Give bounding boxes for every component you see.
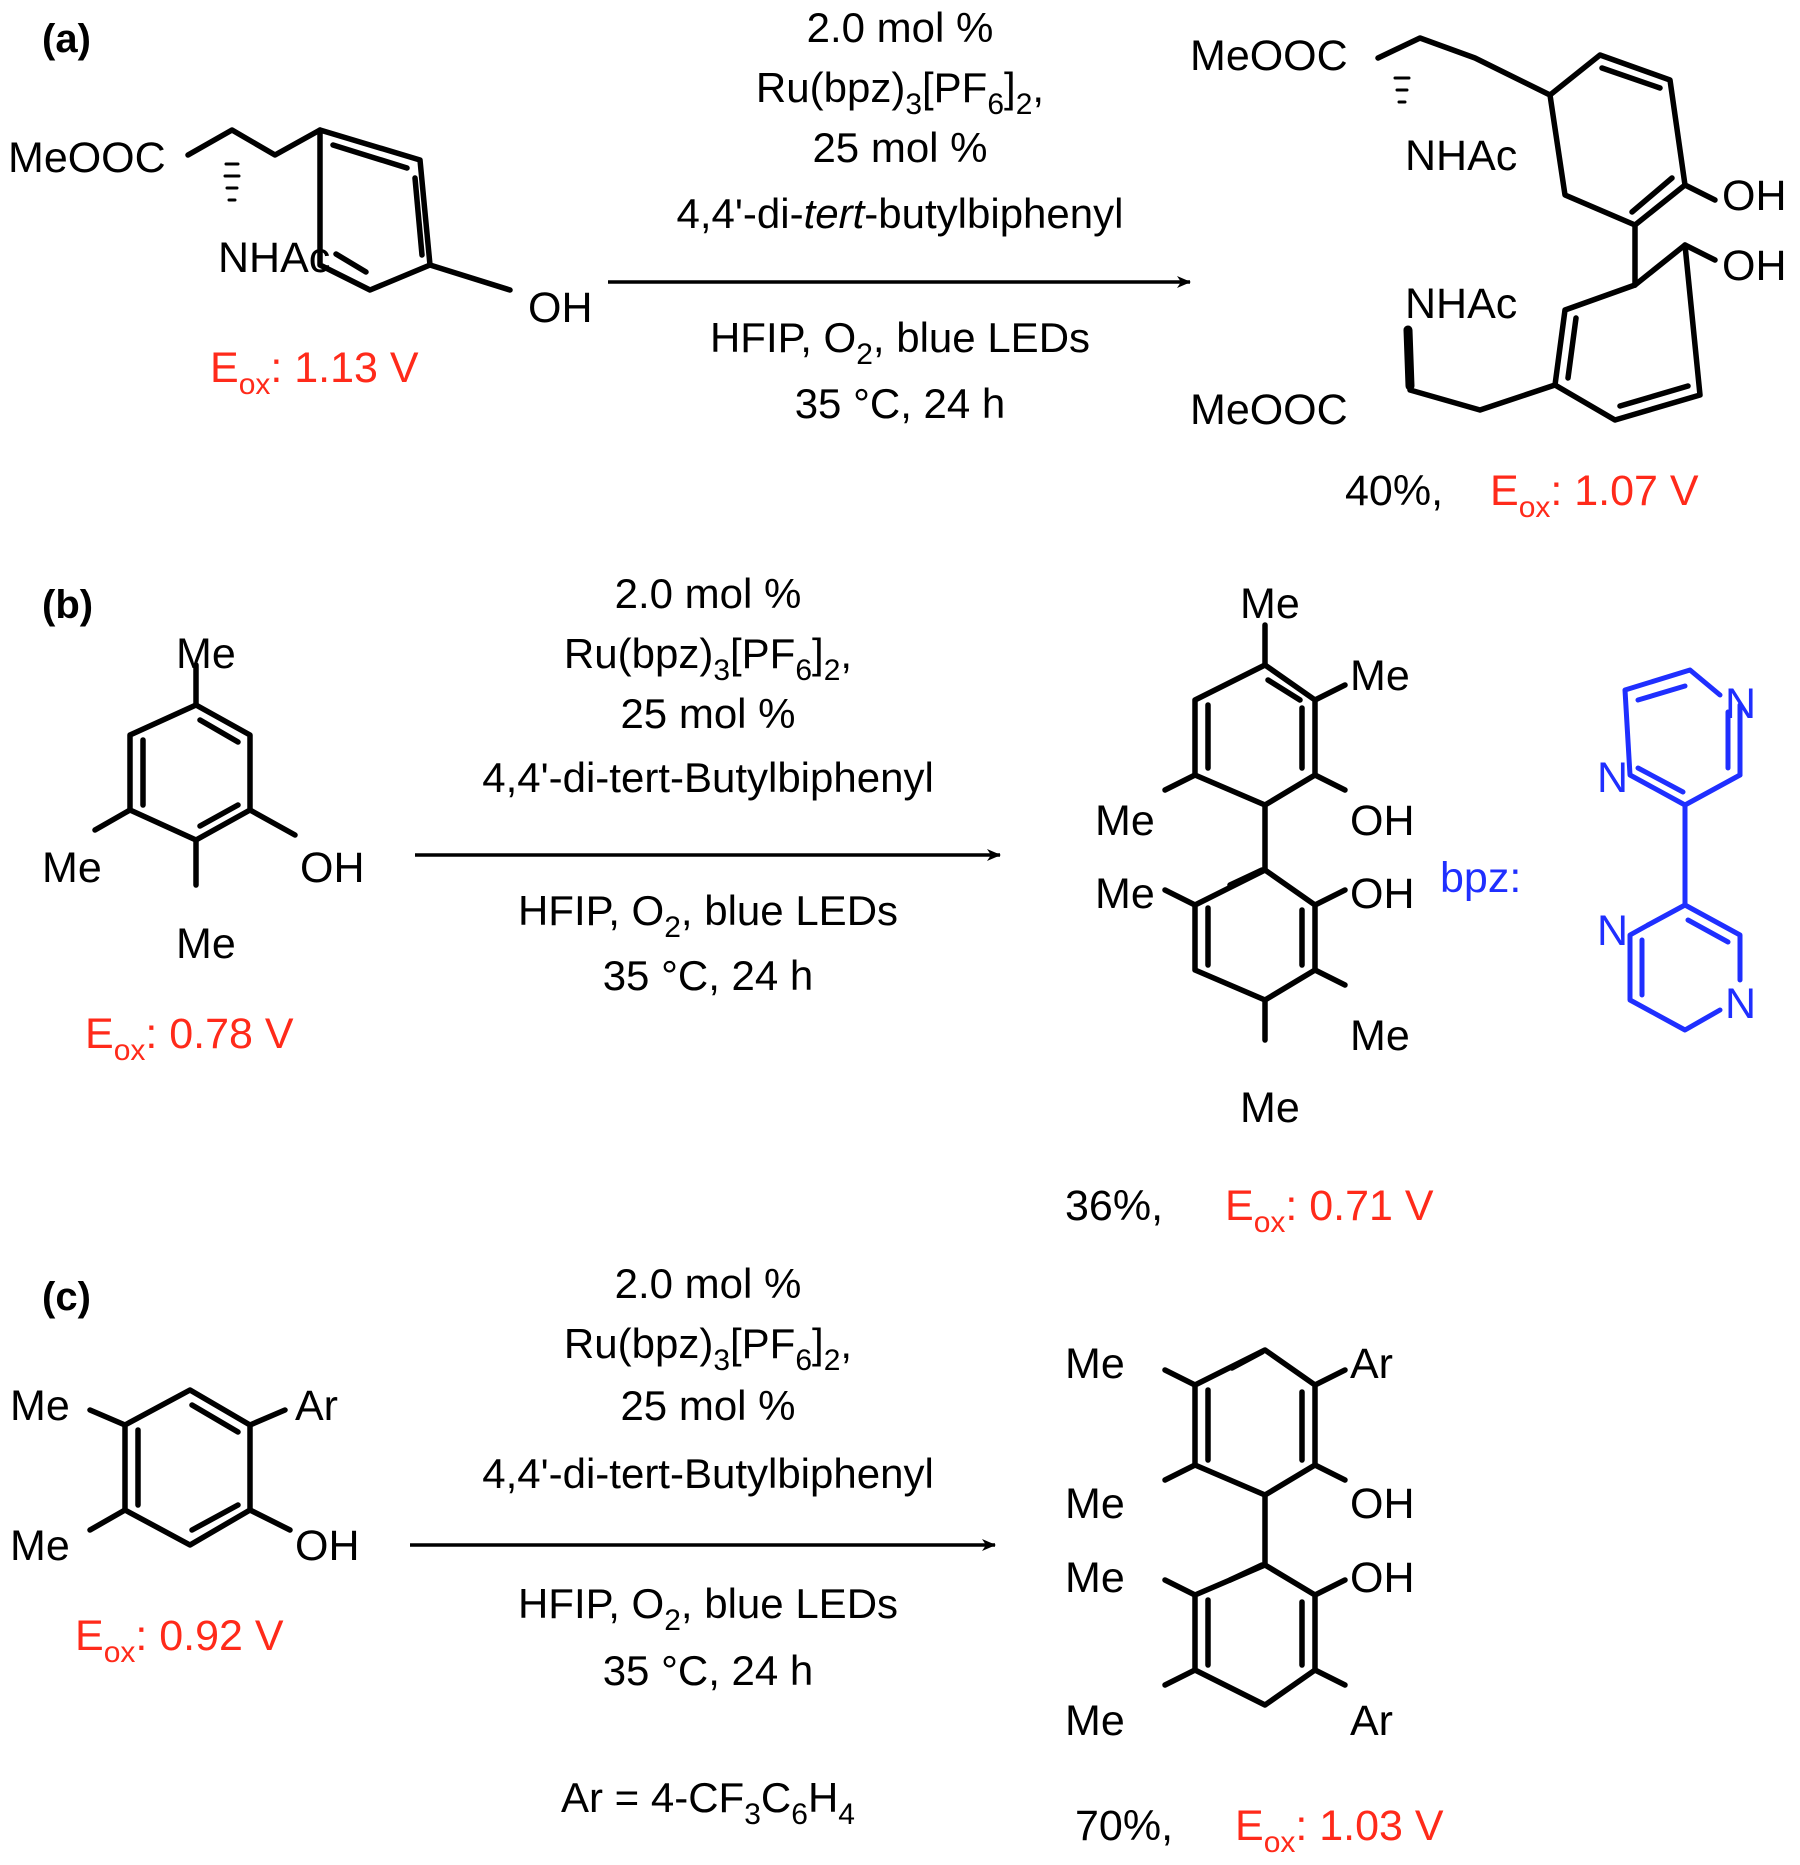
panel-a-label: (a): [42, 17, 91, 61]
prod-c-eox: Eox: 1.03 V: [1235, 1802, 1444, 1859]
panel-b-starting-material: Me Me OH Me Eox: 0.78 V: [42, 630, 365, 1067]
prod-c-me3: Me: [1065, 1554, 1125, 1602]
panel-a-product: MeOOC NHAc OH OH NHAc MeOOC 40%, Eox: 1.…: [1190, 32, 1787, 524]
bpz-n4: N: [1725, 980, 1756, 1028]
sm-a-oh: OH: [528, 284, 593, 332]
panel-c: (c) Me Ar Me OH Eox: 0.92 V 2.0 mol % Ru…: [10, 1260, 1444, 1859]
sm-a-amide: NHAc: [218, 234, 330, 282]
cond-a-l3: 25 mol %: [812, 124, 987, 171]
panel-a-conditions: 2.0 mol % Ru(bpz)3[PF6]2, 25 mol % 4,4'-…: [677, 4, 1124, 427]
panel-a: (a) MeOOC NHAc OH Eox: 1.13 V 2.0 mol % …: [8, 4, 1787, 524]
bpz-n1: N: [1725, 680, 1756, 728]
sm-b-oh: OH: [300, 844, 365, 892]
prod-b-eox: Eox: 0.71 V: [1225, 1182, 1434, 1239]
cond-b-l2: Ru(bpz)3[PF6]2,: [564, 630, 852, 687]
panel-a-sm-bonds: [185, 127, 513, 293]
sm-c-me2: Me: [10, 1522, 70, 1570]
panel-a-product-bonds: [1375, 35, 1718, 423]
cond-a-l2: Ru(bpz)3[PF6]2,: [756, 64, 1044, 121]
panel-b-product: Me Me Me OH Me OH Me Me 36%, Eox: 0.71 V: [1065, 580, 1434, 1239]
cond-a-l1: 2.0 mol %: [807, 4, 994, 51]
prod-b-me3: Me: [1095, 797, 1155, 845]
panel-c-product: Me Ar Me OH Me OH Me Ar 70%, Eox: 1.03 V: [1065, 1340, 1444, 1859]
cond-b-l6: 35 °C, 24 h: [603, 952, 814, 999]
cond-b-l3: 25 mol %: [620, 690, 795, 737]
prod-b-oh2: OH: [1350, 870, 1415, 918]
cond-b-l4: 4,4'-di-tert-Butylbiphenyl: [482, 754, 934, 801]
panel-c-conditions: 2.0 mol % Ru(bpz)3[PF6]2, 25 mol % 4,4'-…: [482, 1260, 934, 1831]
sm-b-me-left: Me: [42, 844, 102, 892]
prod-b-me2: Me: [1350, 652, 1410, 700]
bpz-bonds: [1622, 667, 1743, 1033]
panel-c-label: (c): [42, 1275, 91, 1319]
panel-c-starting-material: Me Ar Me OH Eox: 0.92 V: [10, 1382, 360, 1669]
panel-a-starting-material: MeOOC NHAc OH Eox: 1.13 V: [8, 127, 593, 401]
cond-c-l3: 25 mol %: [620, 1382, 795, 1429]
prod-a-yield: 40%,: [1345, 467, 1443, 515]
panel-c-product-bonds: [1162, 1347, 1348, 1708]
cond-a-l4: 4,4'-di-tert-butylbiphenyl: [677, 190, 1124, 237]
sm-a-ester: MeOOC: [8, 134, 166, 182]
prod-b-me4: Me: [1095, 870, 1155, 918]
panel-b: (b) Me Me OH Me Eox: 0.78 V 2.0 mol % Ru…: [42, 570, 1756, 1239]
sm-c-eox: Eox: 0.92 V: [75, 1612, 284, 1669]
prod-a-eox: Eox: 1.07 V: [1490, 467, 1699, 524]
cond-a-l5: HFIP, O2, blue LEDs: [710, 314, 1090, 371]
prod-b-oh1: OH: [1350, 797, 1415, 845]
sm-c-oh: OH: [295, 1522, 360, 1570]
prod-a-ester2: MeOOC: [1190, 386, 1348, 434]
cond-c-l1: 2.0 mol %: [615, 1260, 802, 1307]
prod-c-me2: Me: [1065, 1480, 1125, 1528]
prod-b-me6: Me: [1240, 1084, 1300, 1132]
cond-b-l1: 2.0 mol %: [615, 570, 802, 617]
sm-c-me1: Me: [10, 1382, 70, 1430]
sm-b-me-top: Me: [176, 630, 236, 678]
prod-a-amide1: NHAc: [1405, 132, 1517, 180]
prod-a-oh2: OH: [1722, 242, 1787, 290]
prod-b-yield: 36%,: [1065, 1182, 1163, 1230]
cond-c-l5: HFIP, O2, blue LEDs: [518, 1580, 898, 1637]
prod-c-ar1: Ar: [1350, 1340, 1393, 1388]
sm-c-ar: Ar: [295, 1382, 338, 1430]
prod-c-me1: Me: [1065, 1340, 1125, 1388]
cond-c-ar-def: Ar = 4-CF3C6H4: [561, 1774, 855, 1831]
panel-b-label: (b): [42, 583, 93, 627]
sm-a-eox: Eox: 1.13 V: [210, 344, 419, 401]
prod-c-oh2: OH: [1350, 1554, 1415, 1602]
panel-c-sm-bonds: [87, 1387, 293, 1548]
prod-b-me1: Me: [1240, 580, 1300, 628]
bpz-n3: N: [1597, 907, 1628, 955]
cond-b-l5: HFIP, O2, blue LEDs: [518, 887, 898, 944]
sm-b-me-bottom: Me: [176, 920, 236, 968]
bpz-ligand: bpz: N N N N: [1440, 667, 1756, 1033]
panel-b-conditions: 2.0 mol % Ru(bpz)3[PF6]2, 25 mol % 4,4'-…: [482, 570, 934, 999]
prod-c-oh1: OH: [1350, 1480, 1415, 1528]
bpz-label: bpz:: [1440, 854, 1521, 902]
cond-c-l4: 4,4'-di-tert-Butylbiphenyl: [482, 1450, 934, 1497]
prod-c-ar2: Ar: [1350, 1697, 1393, 1745]
cond-c-l6: 35 °C, 24 h: [603, 1647, 814, 1694]
prod-a-amide2: NHAc: [1405, 280, 1517, 328]
bpz-n2: N: [1597, 754, 1628, 802]
panel-b-product-bonds: [1162, 622, 1348, 1043]
cond-a-l6: 35 °C, 24 h: [795, 380, 1006, 427]
prod-b-me5: Me: [1350, 1012, 1410, 1060]
prod-a-ester1: MeOOC: [1190, 32, 1348, 80]
prod-a-oh1: OH: [1722, 172, 1787, 220]
cond-c-l2: Ru(bpz)3[PF6]2,: [564, 1320, 852, 1377]
panel-b-sm-bonds: [92, 662, 298, 888]
sm-b-eox: Eox: 0.78 V: [85, 1010, 294, 1067]
prod-c-yield: 70%,: [1075, 1802, 1173, 1850]
prod-c-me4: Me: [1065, 1697, 1125, 1745]
